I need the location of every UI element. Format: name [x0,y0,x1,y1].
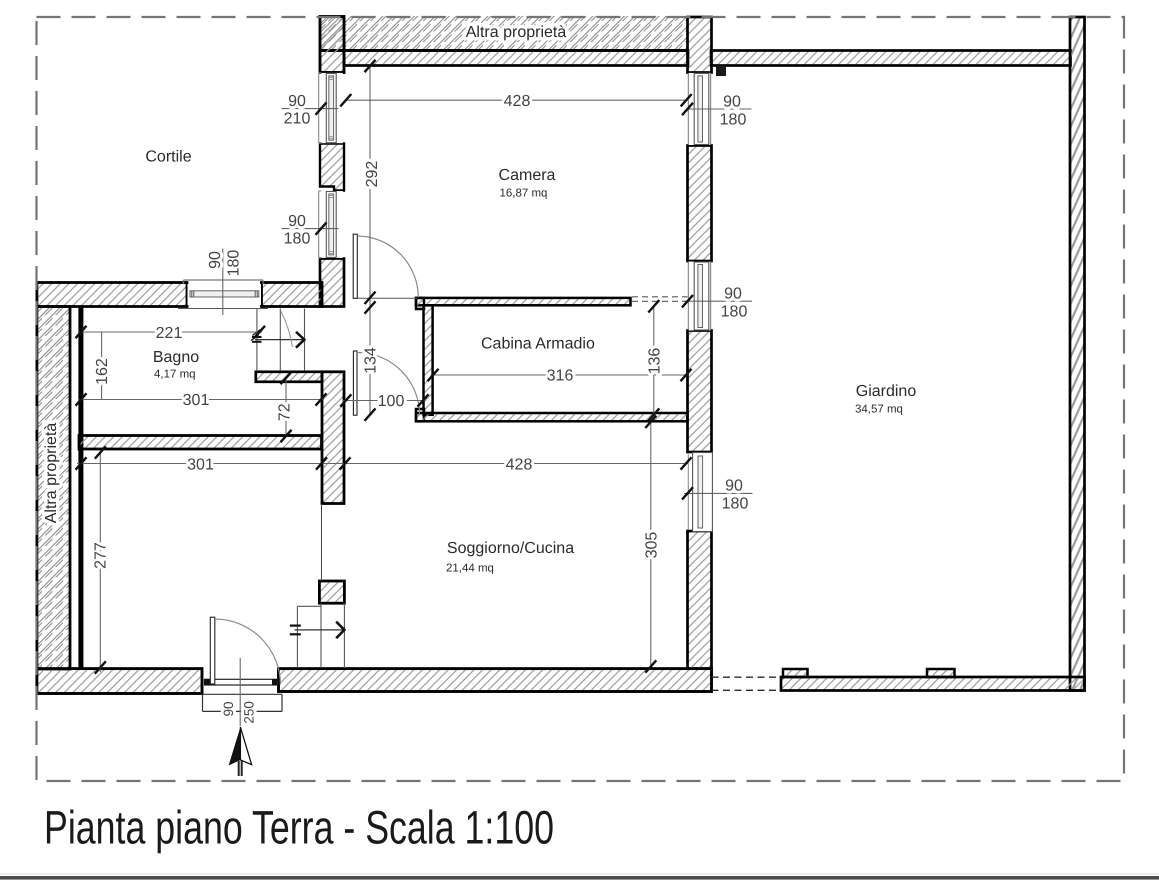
svg-text:136: 136 [647,348,664,375]
svg-text:428: 428 [504,93,531,110]
svg-text:Altra proprietà: Altra proprietà [466,24,567,41]
svg-text:134: 134 [362,347,379,374]
svg-text:90: 90 [723,93,741,110]
svg-text:180: 180 [720,111,747,128]
svg-text:180: 180 [722,496,749,513]
svg-text:Cortile: Cortile [145,149,191,166]
svg-text:4,17 mq: 4,17 mq [154,369,196,381]
svg-text:90: 90 [221,701,236,716]
svg-text:90: 90 [725,478,743,495]
svg-text:90: 90 [207,251,224,269]
svg-text:301: 301 [187,456,214,473]
svg-text:90: 90 [288,213,306,230]
svg-text:90: 90 [288,93,306,110]
svg-text:250: 250 [242,701,257,724]
svg-text:Cabina Armadio: Cabina Armadio [481,336,595,353]
svg-text:428: 428 [506,456,533,473]
svg-text:Giardino: Giardino [856,383,917,400]
svg-text:305: 305 [643,532,660,559]
svg-text:277: 277 [92,542,109,569]
svg-text:Pianta piano Terra - Scala 1:1: Pianta piano Terra - Scala 1:100 [44,801,554,854]
svg-text:301: 301 [183,392,210,409]
svg-text:90: 90 [724,286,742,303]
svg-text:210: 210 [284,110,311,127]
svg-text:72: 72 [276,403,293,421]
svg-text:16,87 mq: 16,87 mq [500,188,548,200]
svg-text:100: 100 [378,393,405,410]
svg-text:292: 292 [364,161,381,188]
svg-text:221: 221 [156,325,183,342]
svg-text:Camera: Camera [499,167,556,184]
svg-text:Altra proprietà: Altra proprietà [43,423,60,524]
svg-text:21,44 mq: 21,44 mq [446,563,494,575]
svg-text:180: 180 [225,250,242,277]
svg-text:316: 316 [547,368,574,385]
svg-text:180: 180 [284,231,311,248]
svg-text:Soggiorno/Cucina: Soggiorno/Cucina [447,540,574,557]
svg-text:34,57 mq: 34,57 mq [855,404,903,416]
svg-text:Bagno: Bagno [153,349,199,366]
svg-text:162: 162 [94,358,111,385]
svg-text:180: 180 [721,303,748,320]
